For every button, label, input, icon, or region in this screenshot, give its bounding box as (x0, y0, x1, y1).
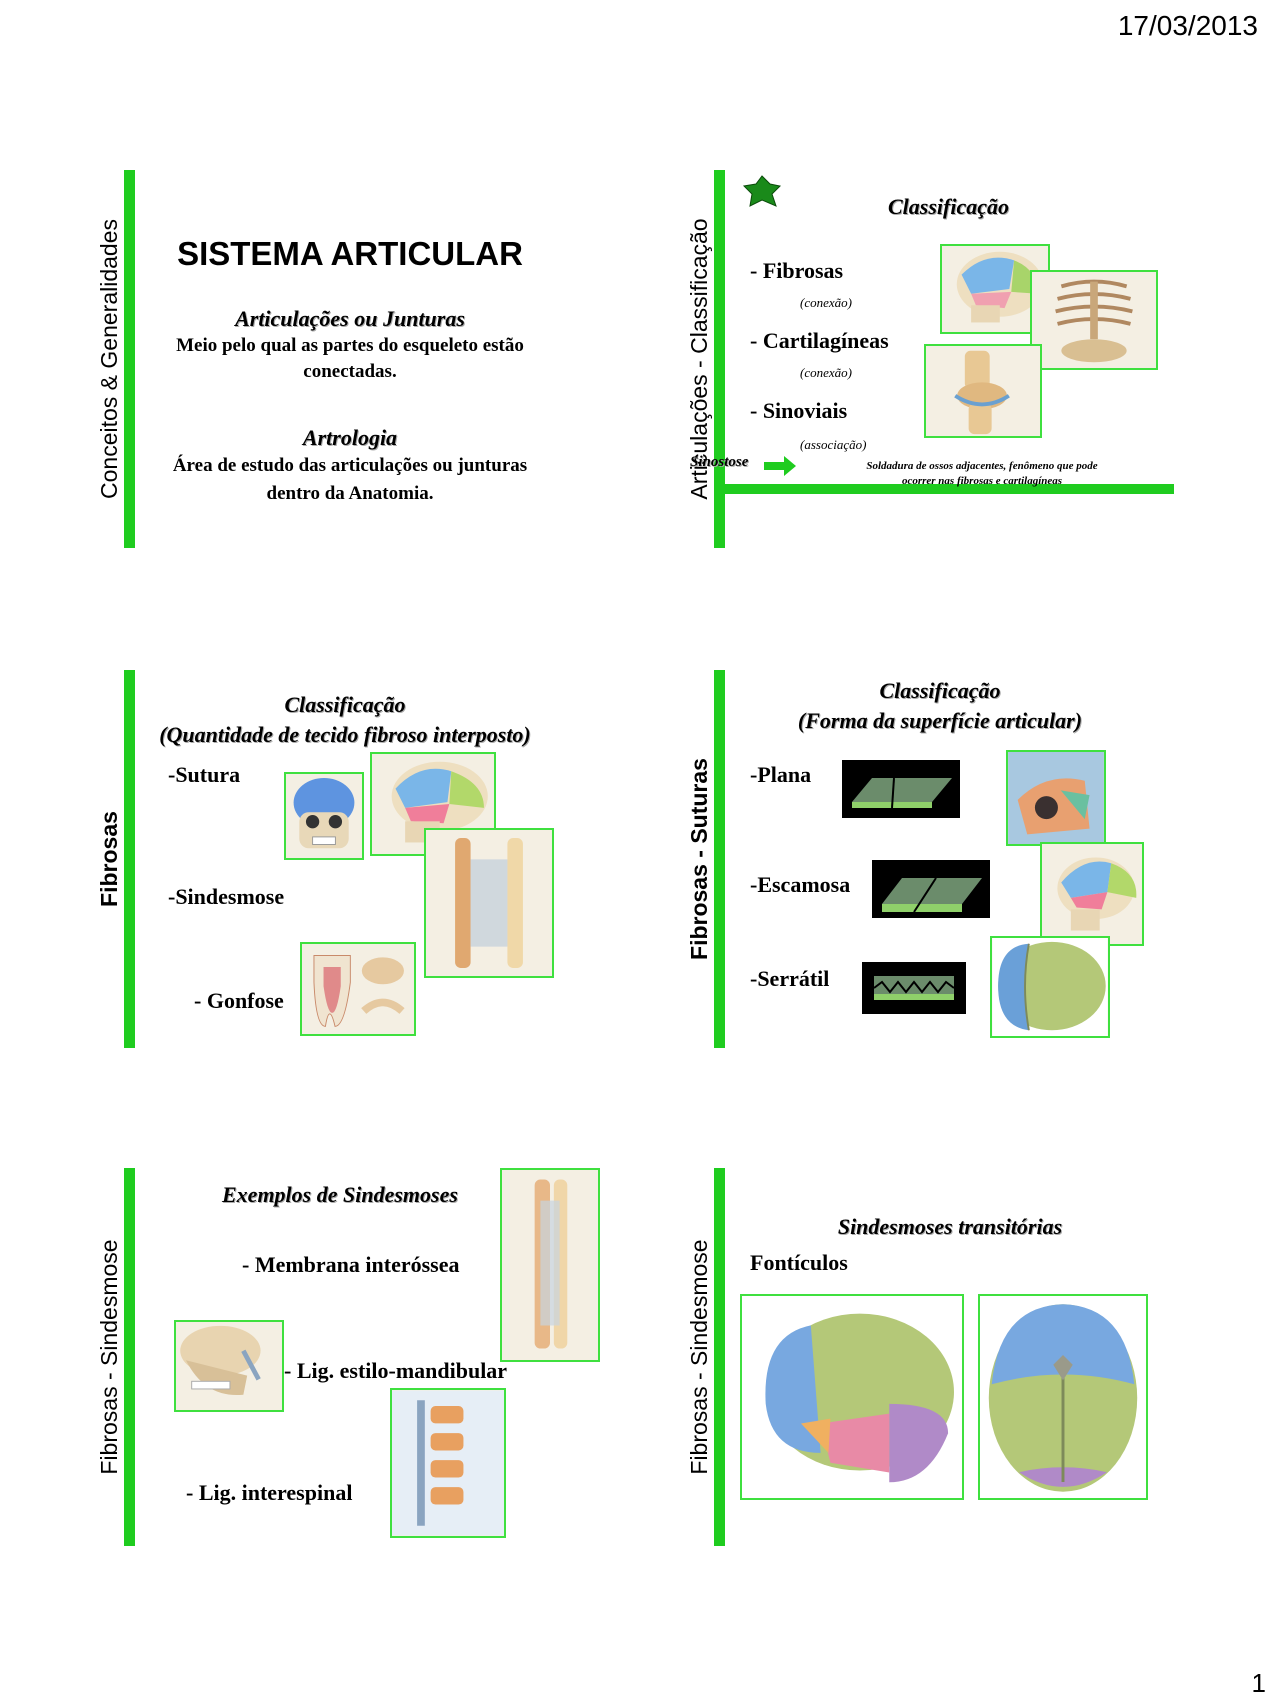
slide-5: Fibrosas - Sindesmose Exemplos de Sindes… (90, 1168, 600, 1546)
list-item-note: (conexão) (800, 295, 852, 310)
slide-side-label: Fibrosas - Sindesmose (96, 1239, 122, 1475)
slide-accent-bar (714, 1168, 725, 1546)
slide-6: Fibrosas - Sindesmose Sindesmoses transi… (680, 1168, 1180, 1546)
list-item: - Gonfose (194, 988, 284, 1013)
slide-side-label: Fibrosas - Sindesmose (686, 1239, 712, 1475)
slide-title: SISTEMA ARTICULAR (177, 235, 523, 272)
list-item: -Sutura (168, 762, 241, 787)
interosseous-membrane-image (500, 1168, 600, 1362)
serrate-suture-diagram (862, 962, 966, 1014)
slide-title: Exemplos de Sindesmoses (222, 1182, 458, 1207)
document-date: 17/03/2013 (1117, 10, 1258, 41)
slide-accent-bar (714, 670, 725, 1048)
list-item: -Sindesmose (168, 884, 285, 909)
slide-3: Fibrosas Classificação (Quantidade de te… (90, 670, 590, 1048)
stylomandibular-ligament-image (174, 1320, 284, 1412)
list-item-note: (associação) (800, 437, 867, 452)
slide-accent-bar (714, 170, 725, 548)
list-item: - Membrana interóssea (242, 1252, 460, 1277)
slide-subtitle: Fontículos (750, 1250, 848, 1275)
slide-4: Fibrosas - Suturas Classificação (Forma … (680, 670, 1180, 1048)
flat-suture-diagram (842, 760, 960, 818)
slide-2: Articulações - Classificação Classificaç… (680, 170, 1180, 548)
list-item: - Cartilagíneas (750, 328, 889, 353)
slide-text: conectadas. (303, 361, 397, 382)
slide-1: Conceitos & Generalidades SISTEMA ARTICU… (90, 170, 590, 548)
page-number: 1 (1251, 1668, 1266, 1698)
slide-accent-bar (124, 670, 135, 1048)
arrow-right-icon (764, 456, 796, 476)
slide-subtitle: (Quantidade de tecido fibroso interposto… (159, 722, 531, 747)
list-item: - Lig. estilo-mandibular (284, 1358, 508, 1383)
clover-icon (742, 175, 782, 207)
slide-side-label: Fibrosas - Suturas (686, 758, 712, 960)
slide-subtitle: Artrologia (302, 425, 398, 450)
list-item: -Plana (750, 762, 812, 787)
slide-side-label: Fibrosas (96, 811, 122, 907)
fontanelle-top-image (978, 1294, 1148, 1500)
fontanelle-lateral-image (740, 1294, 964, 1500)
sinostose-description: ocorrer nas fibrosas e cartilagíneas (901, 475, 1063, 487)
sinostose-label: Sinostose (690, 454, 749, 470)
slide-accent-bar (124, 1168, 135, 1546)
skull-front-image (284, 772, 364, 860)
slide-text: Meio pelo qual as partes do esqueleto es… (176, 335, 524, 356)
slide-text: Área de estudo das articulações ou juntu… (172, 455, 528, 476)
sinostose-description: Soldadura de ossos adjacentes, fenômeno … (866, 460, 1098, 472)
list-item: -Escamosa (750, 872, 851, 897)
slide-text: dentro da Anatomia. (266, 483, 434, 504)
ribcage-image (1030, 270, 1158, 370)
list-item: -Serrátil (750, 966, 830, 991)
slide-title: Classificação (284, 692, 406, 717)
skull-squamous-suture-image (1040, 842, 1144, 946)
skull-plane-suture-image (1006, 750, 1106, 846)
slide-accent-hbar (714, 484, 1174, 494)
list-item-note: (conexão) (800, 365, 852, 380)
forearm-bones-image (424, 828, 554, 978)
list-item: - Fibrosas (750, 258, 844, 283)
squamous-suture-diagram (872, 860, 990, 918)
list-item: - Lig. interespinal (186, 1480, 353, 1505)
tooth-image (300, 942, 416, 1036)
slide-accent-bar (124, 170, 135, 548)
slide-subtitle: Articulações ou Junturas (235, 306, 465, 331)
slide-side-label: Conceitos & Generalidades (96, 219, 122, 499)
slide-subtitle: (Forma da superfície articular) (797, 708, 1083, 733)
knee-joint-image (924, 344, 1042, 438)
slide-title: Classificação (888, 194, 1009, 219)
slide-title: Sindesmoses transitórias (837, 1214, 1063, 1239)
list-item: - Sinoviais (750, 398, 848, 423)
slide-side-label: Articulações - Classificação (686, 218, 712, 500)
interspinous-ligament-image (390, 1388, 506, 1538)
slide-title: Classificação (879, 678, 1001, 703)
skull-top-serrate-suture-image (990, 936, 1110, 1038)
